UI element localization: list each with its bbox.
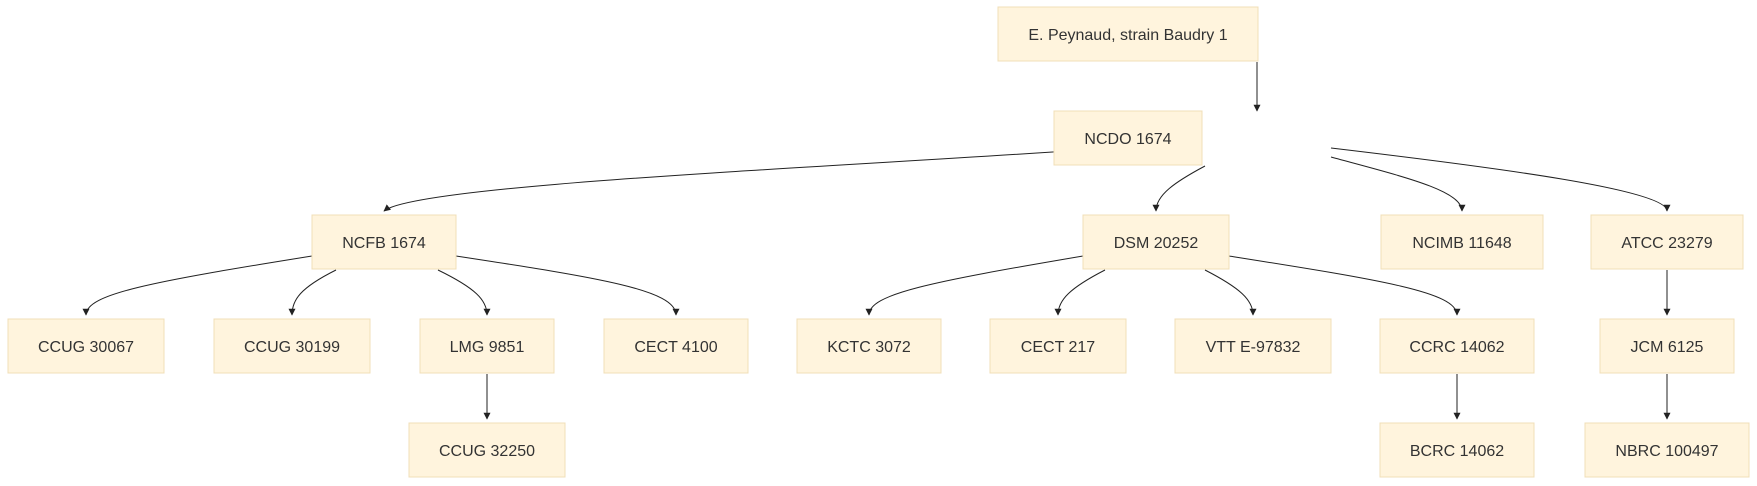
node-ccrc: CCRC 14062 xyxy=(1379,318,1535,374)
edge-dsm-to-kctc xyxy=(865,255,1084,316)
node-cect4100: CECT 4100 xyxy=(603,318,749,374)
node-box xyxy=(1053,110,1203,166)
node-box xyxy=(7,318,165,374)
node-box xyxy=(1379,318,1535,374)
node-label: CECT 217 xyxy=(1021,339,1096,356)
node-label: NCIMB 11648 xyxy=(1412,235,1511,252)
node-label: LMG 9851 xyxy=(450,339,525,356)
node-box xyxy=(1174,318,1332,374)
edge-ncfb-to-lmg xyxy=(437,269,491,316)
node-lmg: LMG 9851 xyxy=(419,318,555,374)
node-label: NCFB 1674 xyxy=(342,235,426,252)
node-label: JCM 6125 xyxy=(1631,339,1704,356)
node-label: CECT 4100 xyxy=(634,339,717,356)
node-box xyxy=(603,318,749,374)
node-ccug30067: CCUG 30067 xyxy=(7,318,165,374)
node-label: KCTC 3072 xyxy=(827,339,911,356)
node-label: DSM 20252 xyxy=(1114,235,1199,252)
node-label: BCRC 14062 xyxy=(1410,443,1504,460)
edge-dsm-to-cect217 xyxy=(1054,269,1106,316)
node-label: CCRC 14062 xyxy=(1409,339,1504,356)
node-box xyxy=(1379,422,1535,478)
node-cect217: CECT 217 xyxy=(989,318,1127,374)
node-label: CCUG 30199 xyxy=(244,339,340,356)
edge-ncfb-to-cect4100 xyxy=(455,255,680,316)
edge-ncdo-to-atcc xyxy=(1330,147,1671,212)
node-label: CCUG 30067 xyxy=(38,339,134,356)
node-label: VTT E-97832 xyxy=(1206,339,1301,356)
node-box xyxy=(989,318,1127,374)
node-bcrc: BCRC 14062 xyxy=(1379,422,1535,478)
node-jcm: JCM 6125 xyxy=(1599,318,1735,374)
node-box xyxy=(796,318,942,374)
node-label: NBRC 100497 xyxy=(1615,443,1718,460)
node-label: NCDO 1674 xyxy=(1084,131,1171,148)
node-ccug32250: CCUG 32250 xyxy=(408,422,566,478)
node-ccug30199: CCUG 30199 xyxy=(213,318,371,374)
node-box xyxy=(213,318,371,374)
node-box xyxy=(419,318,555,374)
node-box xyxy=(997,6,1259,62)
node-ncfb: NCFB 1674 xyxy=(311,214,457,270)
node-vtt: VTT E-97832 xyxy=(1174,318,1332,374)
node-box xyxy=(1599,318,1735,374)
node-box xyxy=(1380,214,1544,270)
node-root: E. Peynaud, strain Baudry 1 xyxy=(997,6,1259,62)
node-ncdo: NCDO 1674 xyxy=(1053,110,1203,166)
nodes-layer: E. Peynaud, strain Baudry 1 NCDO 1674NCFB… xyxy=(7,6,1750,478)
edge-dsm-to-ccrc xyxy=(1228,255,1461,316)
node-label: E. Peynaud, strain Baudry 1 xyxy=(1028,27,1227,44)
node-kctc: KCTC 3072 xyxy=(796,318,942,374)
node-box xyxy=(408,422,566,478)
node-dsm: DSM 20252 xyxy=(1082,214,1230,270)
edge-dsm-to-vtt xyxy=(1204,269,1257,316)
edge-ncfb-to-ccug30199 xyxy=(288,269,337,316)
node-atcc: ATCC 23279 xyxy=(1590,214,1744,270)
node-box xyxy=(1082,214,1230,270)
node-box xyxy=(1590,214,1744,270)
node-nbrc: NBRC 100497 xyxy=(1584,422,1750,478)
node-box xyxy=(311,214,457,270)
node-label: ATCC 23279 xyxy=(1621,235,1712,252)
node-box xyxy=(1584,422,1750,478)
node-ncimb: NCIMB 11648 xyxy=(1380,214,1544,270)
edge-ncfb-to-ccug30067 xyxy=(82,255,313,316)
edge-ncdo-to-dsm xyxy=(1152,165,1206,212)
edges-layer xyxy=(82,62,1671,420)
edge-ncdo-to-ncimb xyxy=(1330,156,1466,212)
node-label: CCUG 32250 xyxy=(439,443,535,460)
edge-ncdo-to-ncfb xyxy=(383,142,1184,212)
